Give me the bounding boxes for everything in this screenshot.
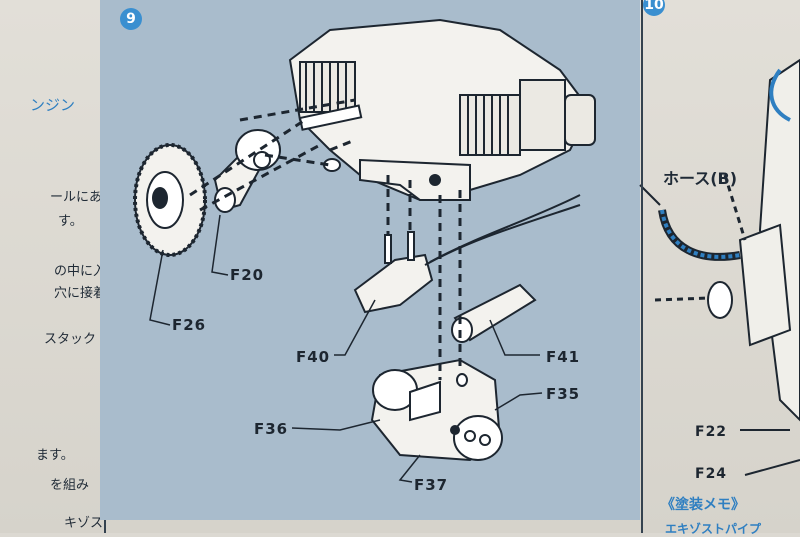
label-f40: F40 [296,348,331,366]
label-f41: F41 [546,348,581,366]
engine-cylinder-right [459,79,596,156]
label-hose-b: ホース(B) [663,169,738,188]
label-f22: F22 [695,424,728,440]
label-f35: F35 [546,385,581,403]
left-text-fragment: ます。 [36,448,74,463]
step-number-badge: 10 [643,0,665,16]
left-text-fragment: の中に入 [54,264,107,279]
bracket-f40-part [353,231,434,314]
assembly-guide-lines [189,98,462,380]
housing-f36-f37-part [370,358,503,462]
step-10-illustration [639,58,800,476]
step-10-column: 10 ホース(B) F22 F24 《塗装メモ》 エキゾストパイプ [643,0,800,536]
label-f24: F24 [695,466,728,482]
left-text-fragment: を組み [50,478,90,493]
label-f20: F20 [230,266,265,284]
left-text-fragment: ンジン [30,96,76,114]
bottom-text-fragment: エキゾストパイプ [665,522,762,536]
gear-f26-part [133,143,207,257]
label-f26: F26 [172,316,207,334]
label-f36: F36 [254,420,289,438]
left-text-column: ンジン ールにあ す。 の中に入 穴に接着 スタック ます。 を組み キゾス [0,0,107,533]
label-f37: F37 [414,476,449,494]
left-text-fragment: 穴に接着 [54,286,107,301]
left-text-fragment: スタック [44,332,97,347]
paint-memo-heading: 《塗装メモ》 [661,497,745,513]
step-number-badge: 9 [120,8,142,30]
left-text-fragment: キゾス [64,516,104,531]
cover-f41-part [451,283,537,343]
left-text-fragment: ールにあ [50,190,103,205]
column-divider [641,0,643,533]
label-leader-lines [149,214,543,483]
left-text-fragment: す。 [58,214,83,229]
